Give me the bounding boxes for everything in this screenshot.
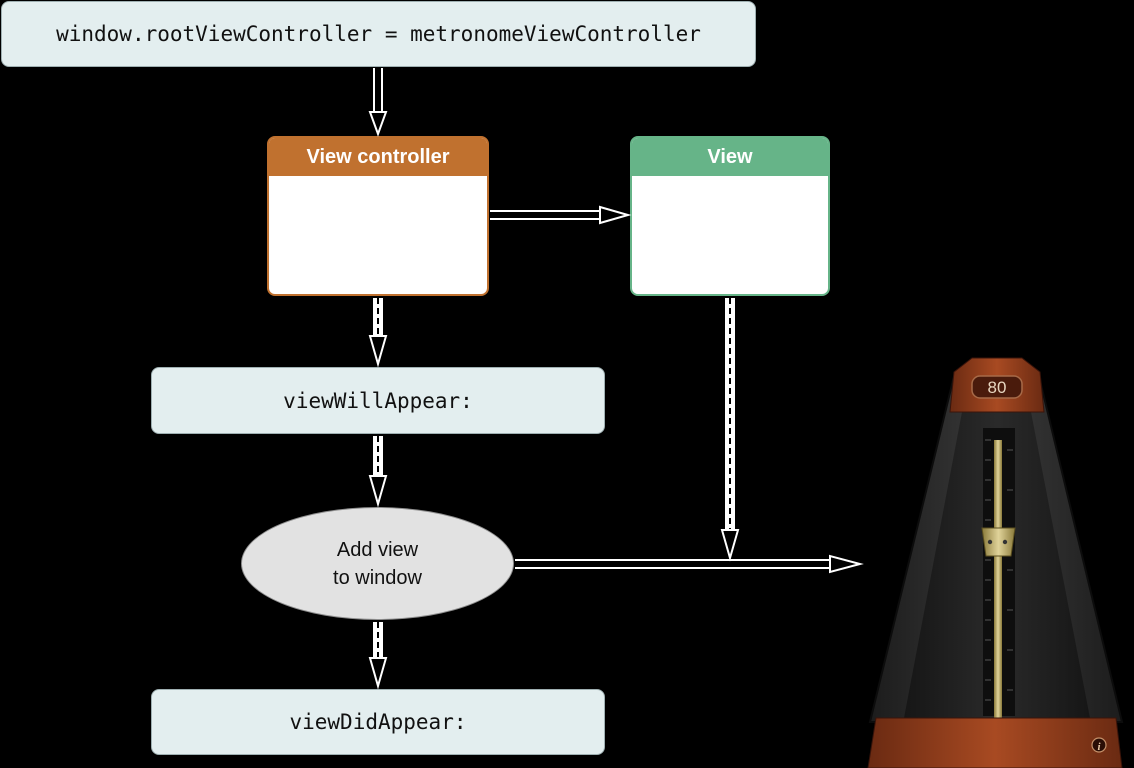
view-will-appear-box: viewWillAppear: <box>151 367 605 434</box>
pendulum-rod <box>994 440 1002 720</box>
tempo-display <box>971 375 1023 399</box>
tempo-value: 80 <box>988 378 1007 397</box>
arrow-view-controller-to-view <box>490 205 632 225</box>
arrow-add-view-to-window <box>515 554 864 574</box>
root-assignment-text: window.rootViewController = metronomeVie… <box>56 22 701 46</box>
pendulum-weight <box>981 527 1016 557</box>
view-did-appear-box: viewDidAppear: <box>151 689 605 755</box>
svg-text:i: i <box>1097 741 1101 753</box>
root-view-controller-assignment: window.rootViewController = metronomeVie… <box>1 1 756 67</box>
view-box: View <box>630 136 830 296</box>
arrow-root-to-view-controller <box>368 68 388 137</box>
view-controller-header: View controller <box>269 138 487 176</box>
view-controller-box: View controller <box>267 136 489 296</box>
arrow-view-down <box>720 298 740 562</box>
info-icon[interactable]: i <box>1091 737 1107 753</box>
view-will-appear-label: viewWillAppear: <box>283 388 473 413</box>
weight-screw-left <box>987 539 993 545</box>
add-view-line-1: Add view <box>336 538 419 561</box>
weight-screw-right <box>1002 539 1008 545</box>
view-header: View <box>632 138 828 176</box>
add-view-to-window-oval: Add view to window <box>241 507 514 620</box>
view-did-appear-label: viewDidAppear: <box>289 710 467 734</box>
add-view-line-2: to window <box>333 566 422 589</box>
view-controller-title: View controller <box>306 145 450 168</box>
view-title: View <box>707 145 753 168</box>
arrow-view-controller-to-will-appear <box>368 298 388 368</box>
arrow-add-view-to-did-appear <box>368 622 388 690</box>
arrow-will-appear-to-add-view <box>368 436 388 508</box>
metronome-base <box>867 717 1123 768</box>
